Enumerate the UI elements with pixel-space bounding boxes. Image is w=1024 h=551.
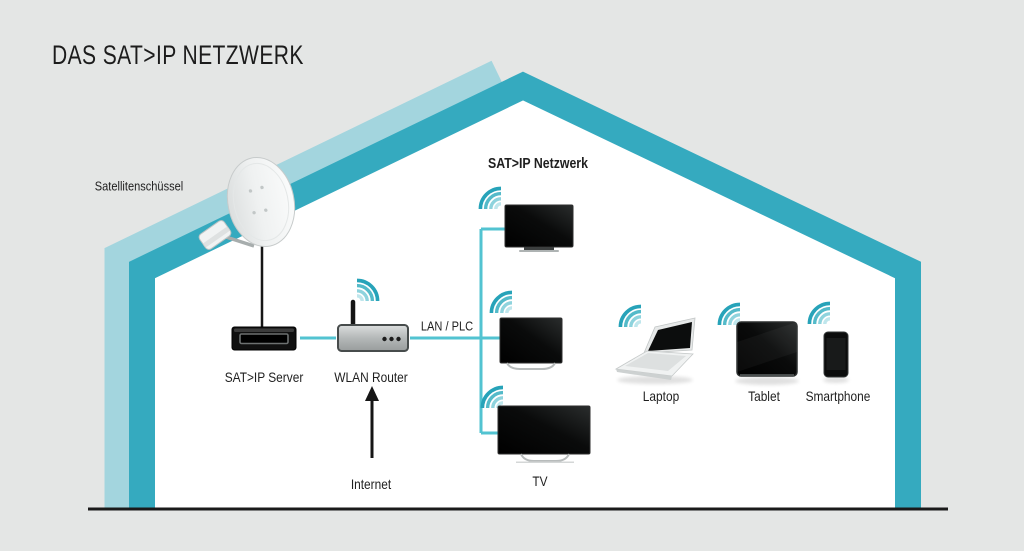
tv-screen	[504, 204, 574, 248]
house-outline-light	[104, 60, 503, 508]
tablet-reflection	[735, 377, 799, 385]
laptop	[614, 304, 696, 384]
dish-reflector	[226, 156, 296, 248]
label-smartphone: Smartphone	[805, 388, 871, 404]
house-outline-dark	[129, 71, 921, 508]
page-title: DAS SAT>IP NETZWERK	[52, 40, 304, 70]
network-lines	[300, 227, 506, 435]
satellite-dish	[198, 156, 296, 328]
label-tv: TV	[532, 473, 548, 489]
smartphone-screen	[826, 338, 846, 370]
label-lan-plc: LAN / PLC	[420, 318, 474, 334]
smartphone	[807, 301, 849, 383]
label-satellite-dish: Satellitenschüssel	[94, 178, 184, 194]
laptop-reflection	[617, 376, 693, 384]
label-laptop: Laptop	[642, 388, 680, 404]
satip-server	[231, 326, 297, 351]
dish-inner-rim	[232, 162, 290, 242]
label-tablet: Tablet	[748, 388, 780, 404]
label-satip-server: SAT>IP Server	[224, 369, 304, 385]
tv-screen	[497, 405, 591, 455]
label-wlan-router: WLAN Router	[334, 369, 408, 385]
laptop-keyboard	[625, 353, 686, 371]
label-satip-network: SAT>IP Netzwerk	[488, 156, 588, 172]
server-slot	[239, 333, 289, 345]
label-internet: Internet	[350, 476, 392, 492]
laptop-screen	[648, 322, 692, 351]
tv-screen	[499, 317, 563, 364]
tv-1	[478, 186, 574, 252]
internet-arrow	[365, 386, 379, 458]
tv-2	[489, 290, 563, 370]
smartphone-reflection	[823, 377, 849, 383]
tablet	[717, 302, 799, 385]
lnb-arm	[225, 235, 255, 248]
laptop-front-edge	[616, 369, 672, 380]
wlan-router	[337, 278, 409, 352]
tv-3	[480, 385, 591, 463]
lnb-head	[198, 220, 232, 250]
router-body	[337, 324, 409, 352]
